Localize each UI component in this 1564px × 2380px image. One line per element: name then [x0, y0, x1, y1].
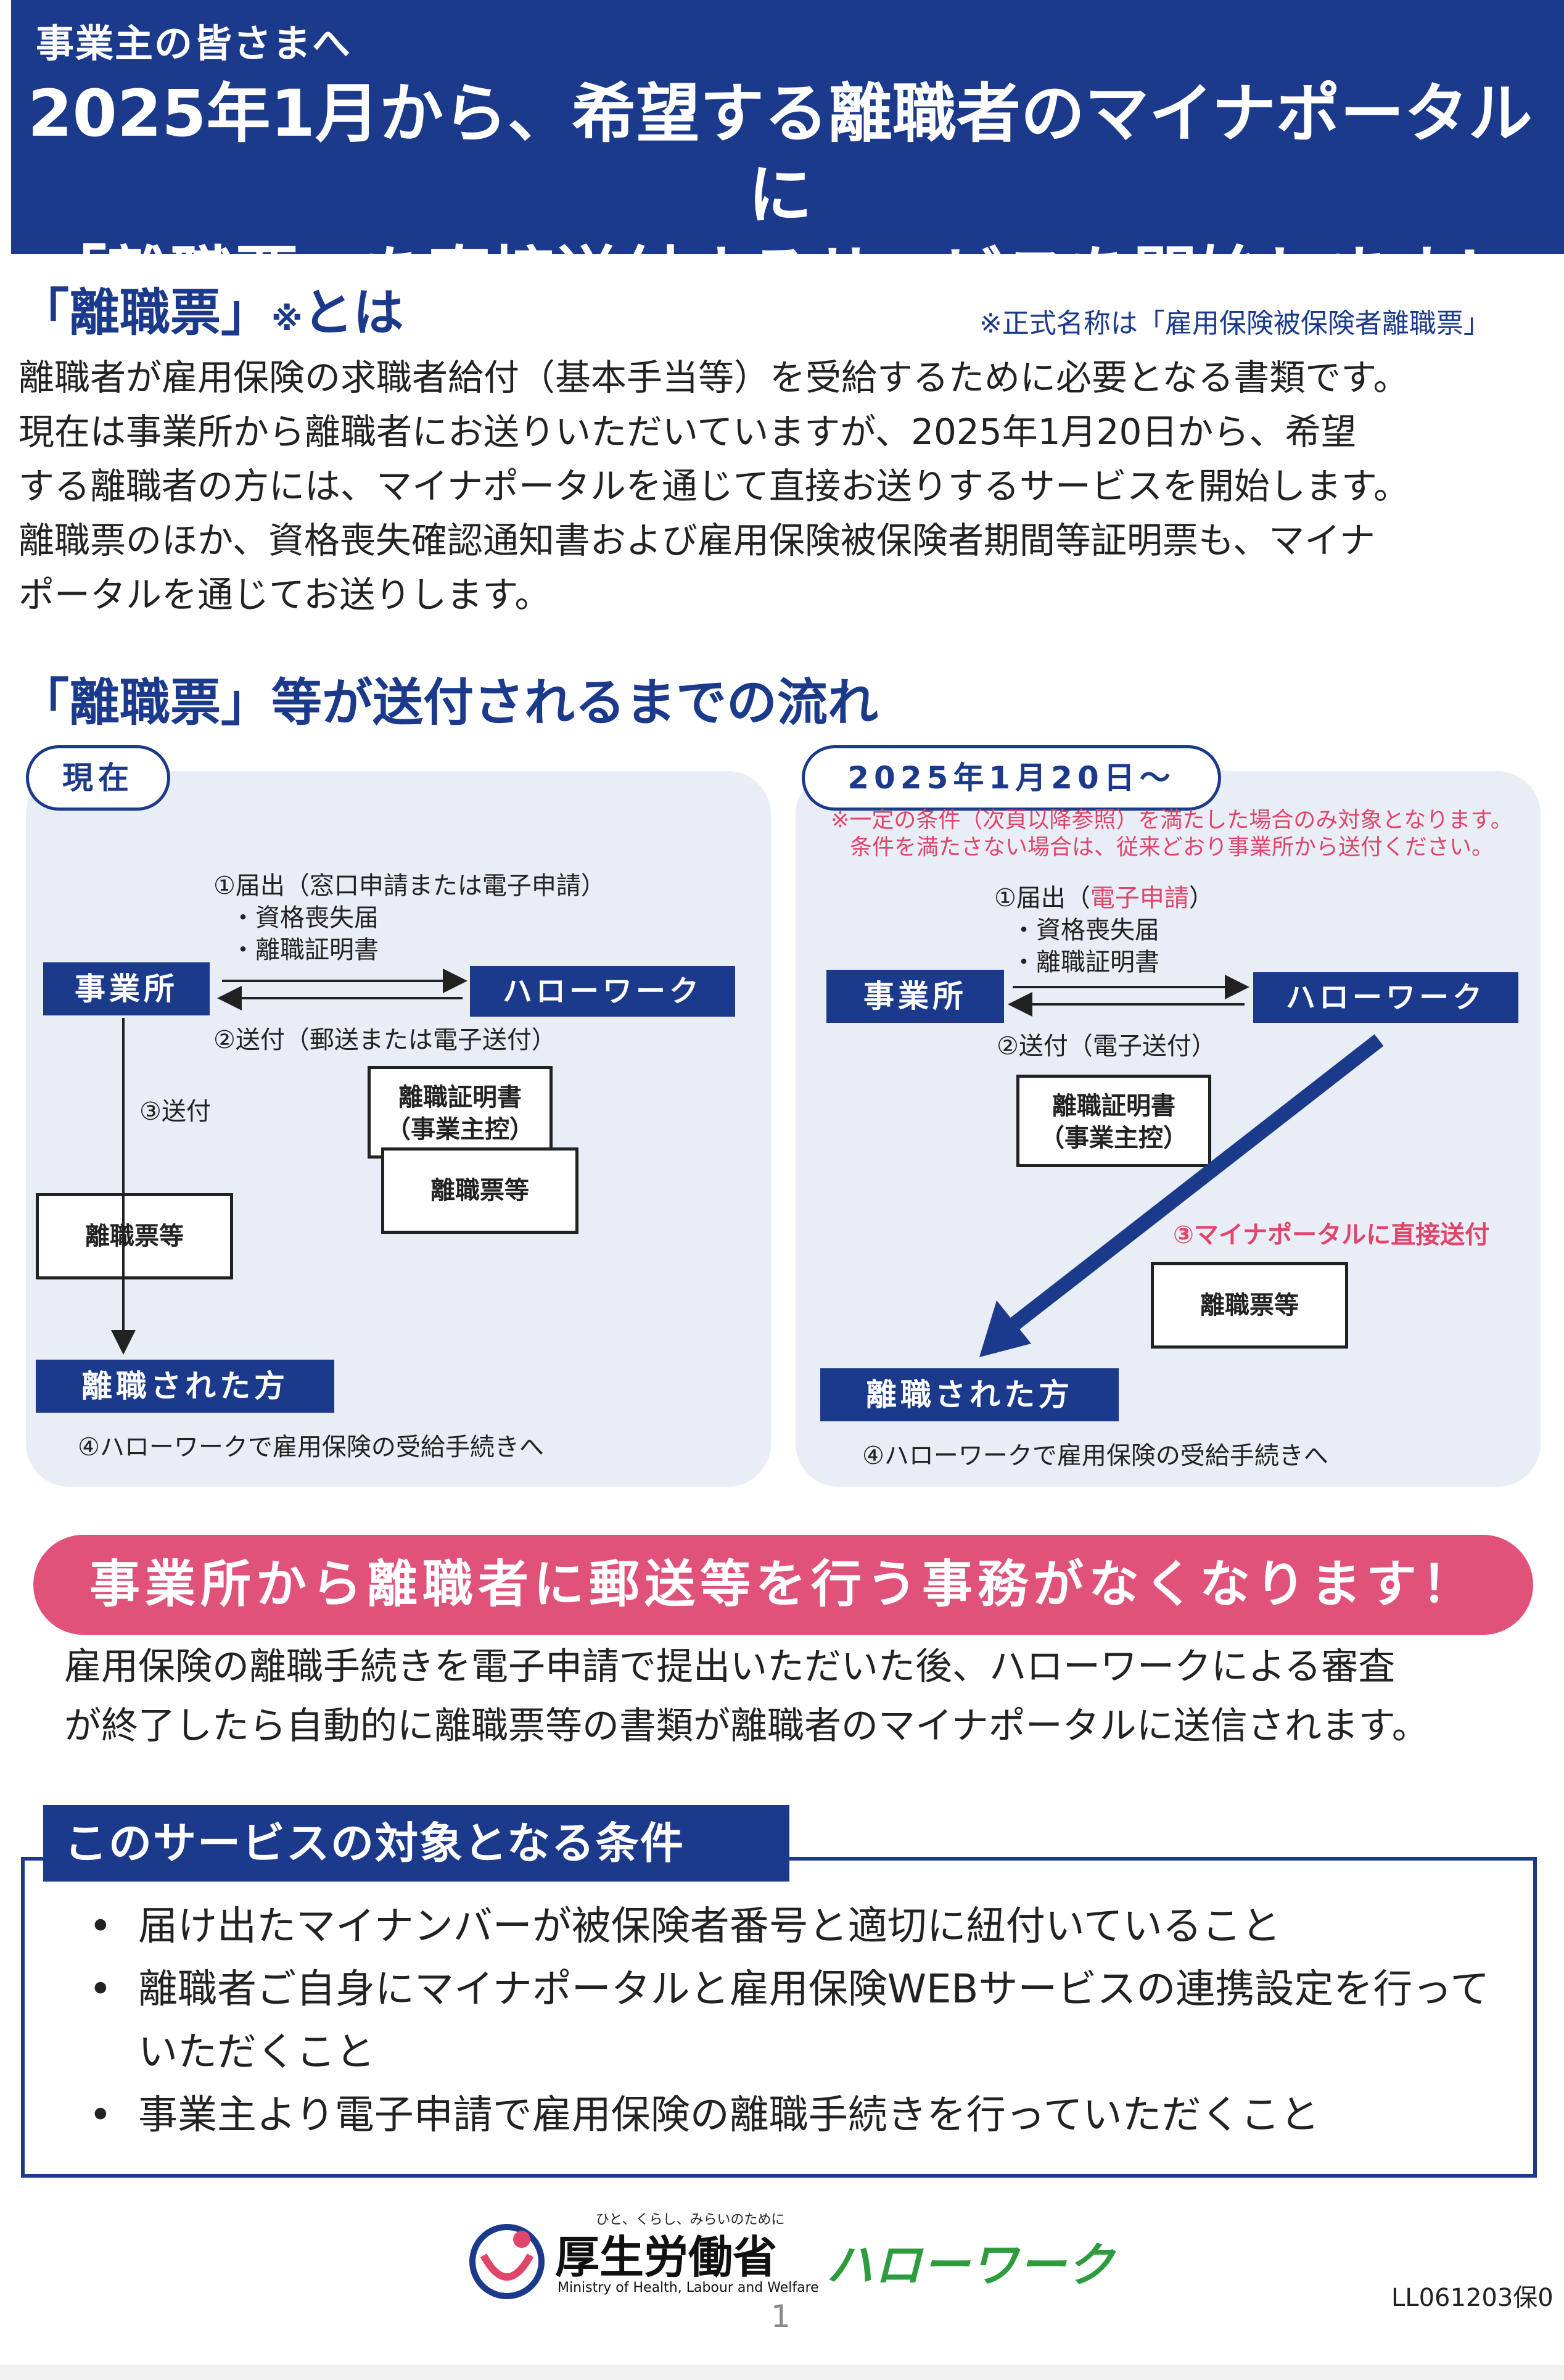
future-step1-line3: ・離職証明書: [1011, 948, 1159, 977]
banner: 事業所から離職者に郵送等を行う事務がなくなります！: [33, 1535, 1533, 1635]
banner-body-line2: が終了したら自動的に離職票等の書類が離職者のマイナポータルに送信されます。: [64, 1704, 1429, 1748]
header-title: 2025年1月から、希望する離職者のマイナポータルに 「離職票」を直接送付するサ…: [19, 73, 1542, 317]
current-step2-label: ②送付（郵送または電子送付）: [213, 1026, 556, 1054]
current-doc-slip-office: 離職票等: [381, 1147, 578, 1234]
future-condition-note: ※一定の条件（次頁以降参照）を満たした場合のみ対象となります。 条件を満たさない…: [808, 807, 1536, 861]
future-condition-line2: 条件を満たさない場合は、従来どおり事業所から送付ください。: [849, 835, 1494, 860]
section2-title: 「離職票」等が送付されるまでの流れ: [19, 674, 879, 732]
future-step1-line2: ・資格喪失届: [1011, 916, 1159, 944]
footer-ministry: 厚生労働省: [555, 2231, 778, 2283]
future-doc-slip: 離職票等: [1151, 1262, 1348, 1349]
flow-arrows: [111, 969, 1384, 1357]
current-doc-certificate: 離職証明書 （事業主控）: [368, 1066, 553, 1159]
future-step1-label: ①届出（電子申請） ・資格喪失届 ・離職証明書: [994, 882, 1214, 978]
section1-body-line: する離職者の方には、マイナポータルを通じて直接お送りするサービスを開始します。: [19, 465, 1410, 507]
bottom-strip: [0, 2365, 1564, 2380]
footer-ministry-en: Ministry of Health, Labour and Welfare: [558, 2280, 819, 2295]
header-banner: [11, 0, 1564, 254]
future-step3-label: ③マイナポータルに直接送付: [1173, 1221, 1490, 1249]
current-step4-label: ④ハローワークで雇用保険の受給手続きへ: [78, 1433, 544, 1461]
future-hellowork-box: ハローワーク: [1253, 972, 1518, 1023]
banner-body: 雇用保険の離職手続きを電子申請で提出いただいた後、ハローワークによる審査 が終了…: [64, 1637, 1544, 1756]
future-leaver-box: 離職された方: [820, 1368, 1119, 1421]
future-office-box: 事業所: [826, 970, 1004, 1023]
current-office-box: 事業所: [43, 962, 210, 1015]
section1-body-line: 離職票のほか、資格喪失確認通知書および雇用保険被保険者期間等証明票も、マイナ: [19, 519, 1375, 561]
current-doc-slip: 離職票等: [36, 1193, 233, 1279]
section1-title-tail: とは: [302, 284, 404, 342]
future-step1-prefix: ①届出（: [994, 884, 1090, 912]
page-number: 1: [771, 2299, 791, 2334]
section1-title-main: 「離職票」: [19, 284, 272, 342]
future-step4-label: ④ハローワークで雇用保険の受給手続きへ: [862, 1442, 1328, 1470]
future-step2-label: ②送付（電子送付）: [997, 1032, 1216, 1060]
header-subtitle: 事業主の皆さまへ: [36, 21, 352, 66]
banner-body-line1: 雇用保険の離職手続きを電子申請で提出いただいた後、ハローワークによる審査: [64, 1645, 1396, 1688]
section1-title-mark: ※: [271, 301, 303, 338]
conditions-list: 届け出たマイナンバーが被保険者番号と適切に紐付いていること 離職者ご自身にマイナ…: [74, 1895, 1492, 2147]
section1-body-line: 現在は事業所から離職者にお送りいただいていますが、2025年1月20日から、希望: [19, 411, 1357, 453]
future-step1-line1: ①届出（電子申請）: [994, 882, 1214, 914]
future-tag: 2025年1月20日～: [802, 745, 1221, 811]
current-step3-label: ③送付: [139, 1097, 211, 1126]
current-tag: 現在: [26, 745, 170, 811]
current-step1-label: ①届出（窓口申請または電子申請） ・資格喪失届 ・離職証明書: [213, 870, 606, 966]
current-leaver-box: 離職された方: [36, 1360, 334, 1413]
current-step1-line2: ・資格喪失届: [231, 904, 379, 932]
future-diagonal-arrow-head: [979, 1300, 1031, 1357]
future-step1-suffix: ）: [1188, 884, 1214, 912]
future-doc-cert-line1: 離職証明書: [1052, 1092, 1175, 1120]
current-step1-line1: ①届出（窓口申請または電子申請）: [213, 872, 606, 900]
section1-title: 「離職票」※とは: [19, 271, 404, 345]
future-doc-cert-line2: （事業主控）: [1040, 1124, 1188, 1152]
conditions-item: 事業主より電子申請で雇用保険の離職手続きを行っていただくこと: [74, 2084, 1492, 2147]
current-step1-line3: ・離職証明書: [231, 936, 379, 964]
future-doc-certificate: 離職証明書 （事業主控）: [1016, 1075, 1211, 1167]
current-doc-cert-line1: 離職証明書: [398, 1083, 522, 1112]
conditions-title: このサービスの対象となる条件: [43, 1805, 789, 1882]
footer-hellowork-logo: ハローワーク: [826, 2237, 1115, 2292]
footer-slogan: ひと、くらし、みらいのために: [596, 2212, 785, 2228]
header-title-line1: 2025年1月から、希望する離職者のマイナポータルに: [28, 76, 1533, 233]
section1-body-line: ポータルを通じてお送りします。: [19, 574, 551, 616]
section1-note: ※正式名称は「雇用保険被保険者離職票」: [979, 308, 1491, 339]
future-step1-red: 電子申請: [1090, 884, 1189, 912]
current-doc-cert-line2: （事業主控）: [386, 1115, 534, 1144]
section1-body: 離職者が雇用保険の求職者給付（基本手当等）を受給するために必要となる書類です。 …: [19, 350, 1554, 622]
section1-body-line: 離職者が雇用保険の求職者給付（基本手当等）を受給するために必要となる書類です。: [19, 357, 1409, 399]
current-hellowork-box: ハローワーク: [470, 966, 735, 1017]
future-diagonal-arrow-shaft: [1006, 1034, 1384, 1333]
conditions-item: 離職者ご自身にマイナポータルと雇用保険WEBサービスの連携設定を行っていただくこ…: [74, 1958, 1492, 2084]
future-condition-line1: ※一定の条件（次頁以降参照）を満たした場合のみ対象となります。: [831, 808, 1513, 833]
conditions-item: 届け出たマイナンバーが被保険者番号と適切に紐付いていること: [74, 1895, 1492, 1958]
ministry-logo-icon: [469, 2224, 545, 2299]
header-title-line2: 「離職票」を直接送付するサービスを開始します！: [42, 239, 1518, 314]
footer-code: LL061203保0: [1391, 2284, 1554, 2312]
